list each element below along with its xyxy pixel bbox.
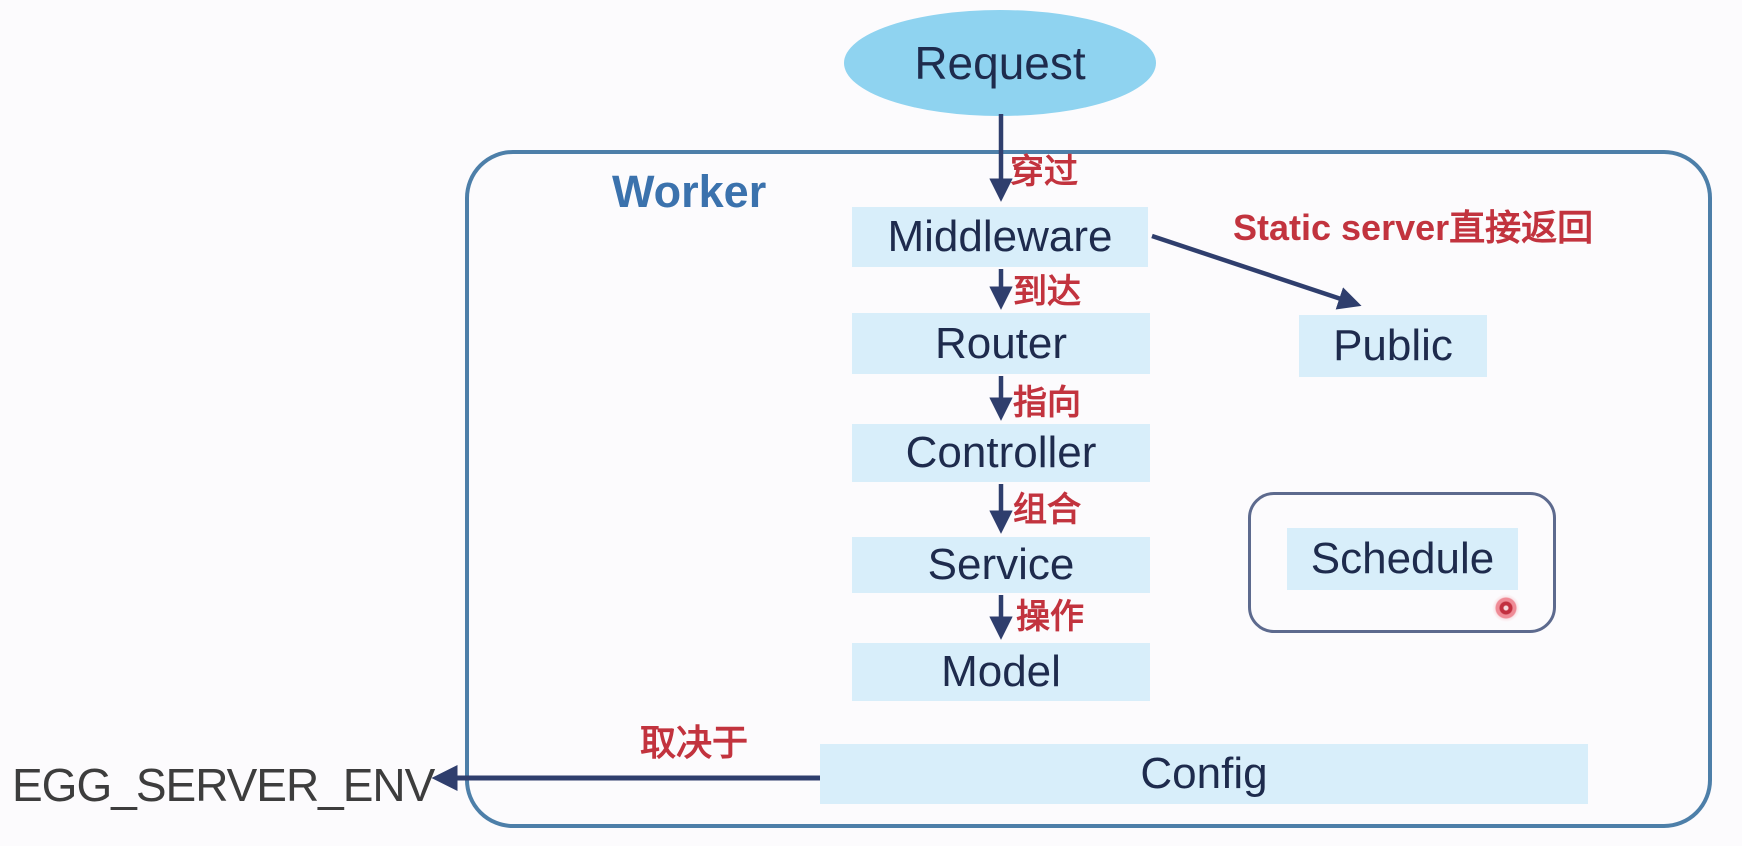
edge-label-compose: 组合 — [1013, 491, 1081, 529]
static-return-label: Static server直接返回 — [1233, 207, 1594, 248]
config-label: Config — [1140, 749, 1268, 798]
node-middleware: Middleware — [852, 207, 1148, 267]
router-label: Router — [934, 318, 1068, 368]
node-model: Model — [852, 643, 1150, 701]
edge-label-operate: 操作 — [1016, 598, 1084, 636]
controller-label: Controller — [905, 428, 1097, 477]
depends-on-label: 取决于 — [640, 722, 749, 763]
node-config: Config — [820, 744, 1588, 804]
request-label: Request — [914, 37, 1086, 89]
node-controller: Controller — [852, 424, 1150, 482]
edge-label-arrive: 到达 — [1013, 273, 1081, 311]
schedule-container — [1248, 492, 1556, 633]
schedule-label: Schedule — [1310, 534, 1495, 583]
edge-label-pass-through: 穿过 — [1010, 153, 1078, 191]
worker-label: Worker — [612, 166, 767, 217]
worker-container — [465, 150, 1712, 828]
node-public: Public — [1299, 315, 1487, 377]
node-router: Router — [852, 313, 1150, 374]
node-schedule: Schedule — [1287, 528, 1518, 590]
request-node: Request — [844, 10, 1156, 116]
public-label: Public — [1333, 321, 1453, 370]
edge-label-point-to: 指向 — [1013, 384, 1081, 422]
service-label: Service — [927, 540, 1075, 589]
node-service: Service — [852, 537, 1150, 593]
env-variable-label: EGG_SERVER_ENV — [12, 759, 435, 811]
model-label: Model — [941, 647, 1061, 696]
middleware-label: Middleware — [887, 212, 1113, 261]
laser-pointer-dot — [1492, 594, 1520, 622]
